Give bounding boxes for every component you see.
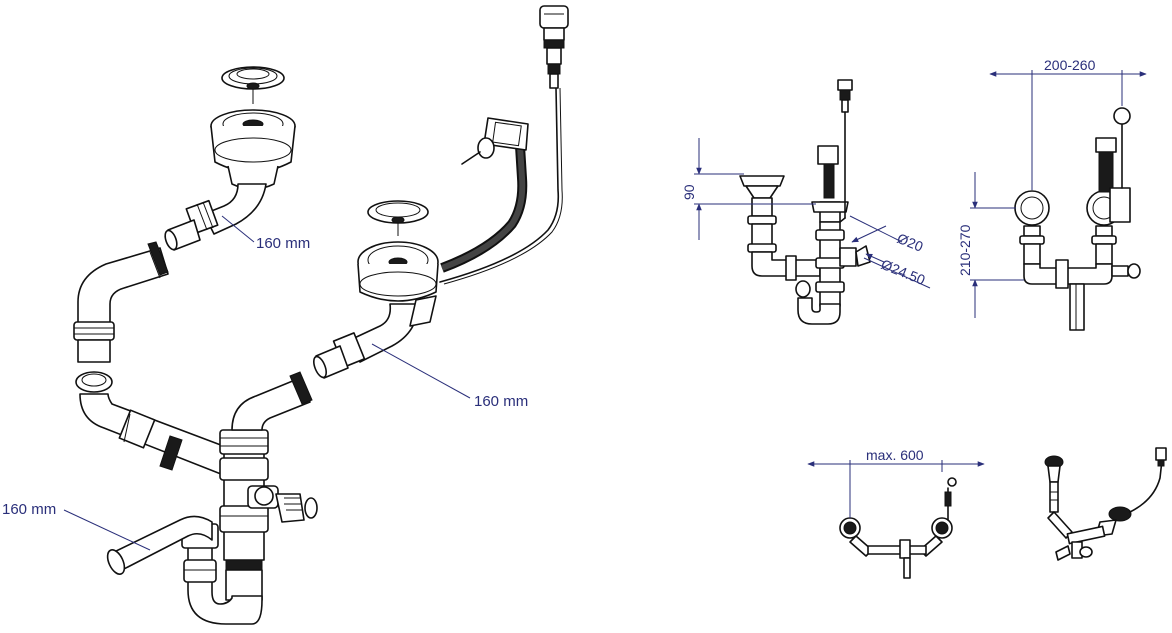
pop-up-cable xyxy=(439,87,563,285)
left-tail-annotation: 160 mm xyxy=(221,215,310,252)
center-tee-fitting xyxy=(219,429,269,601)
overflow-pipe-label: 160 mm xyxy=(2,501,56,518)
side-view-drawing xyxy=(739,79,871,325)
right-tail-annotation: 160 mm xyxy=(371,343,528,410)
left-bend-pipe xyxy=(73,241,169,363)
overflow-hose xyxy=(440,145,528,273)
dimension-diameter-24-50: Ø24.50 xyxy=(863,253,931,289)
right-strainer-basket xyxy=(367,200,429,236)
pop-up-knob xyxy=(539,5,569,89)
overflow-pipe-annotation: 160 mm xyxy=(2,501,151,551)
left-horizontal-pipe xyxy=(79,393,235,477)
small-front-view-drawing xyxy=(839,477,957,579)
max-width-label: max. 600 xyxy=(866,447,924,463)
left-strainer-basket xyxy=(221,66,285,104)
overflow-outlet-pipe xyxy=(106,515,213,575)
dimension-210-270: 210-270 xyxy=(957,172,1024,318)
diameter-20-label: Ø20 xyxy=(895,230,926,255)
left-sink-strainer xyxy=(210,109,296,190)
dishwasher-connector xyxy=(247,485,318,523)
height-90-label: 90 xyxy=(681,184,697,200)
left-elbow-connector xyxy=(164,183,267,251)
right-sink-strainer xyxy=(357,241,439,302)
height-range-label: 210-270 xyxy=(957,224,973,276)
spacing-label: 200-260 xyxy=(1044,57,1096,73)
small-iso-view-drawing xyxy=(1044,447,1167,561)
dimension-max-600: max. 600 xyxy=(807,447,985,518)
overflow-plate xyxy=(461,117,529,165)
dimension-90: 90 xyxy=(681,138,816,240)
diameter-24-50-label: Ø24.50 xyxy=(879,256,928,288)
left-tail-pipe-label: 160 mm xyxy=(256,235,310,252)
left-nut-ring xyxy=(75,371,113,393)
front-view-drawing xyxy=(1014,107,1141,331)
right-elbow-connector xyxy=(312,295,437,379)
right-down-pipe xyxy=(231,371,313,431)
dimension-200-260: 200-260 xyxy=(989,57,1147,190)
right-tail-pipe-label: 160 mm xyxy=(474,393,528,410)
